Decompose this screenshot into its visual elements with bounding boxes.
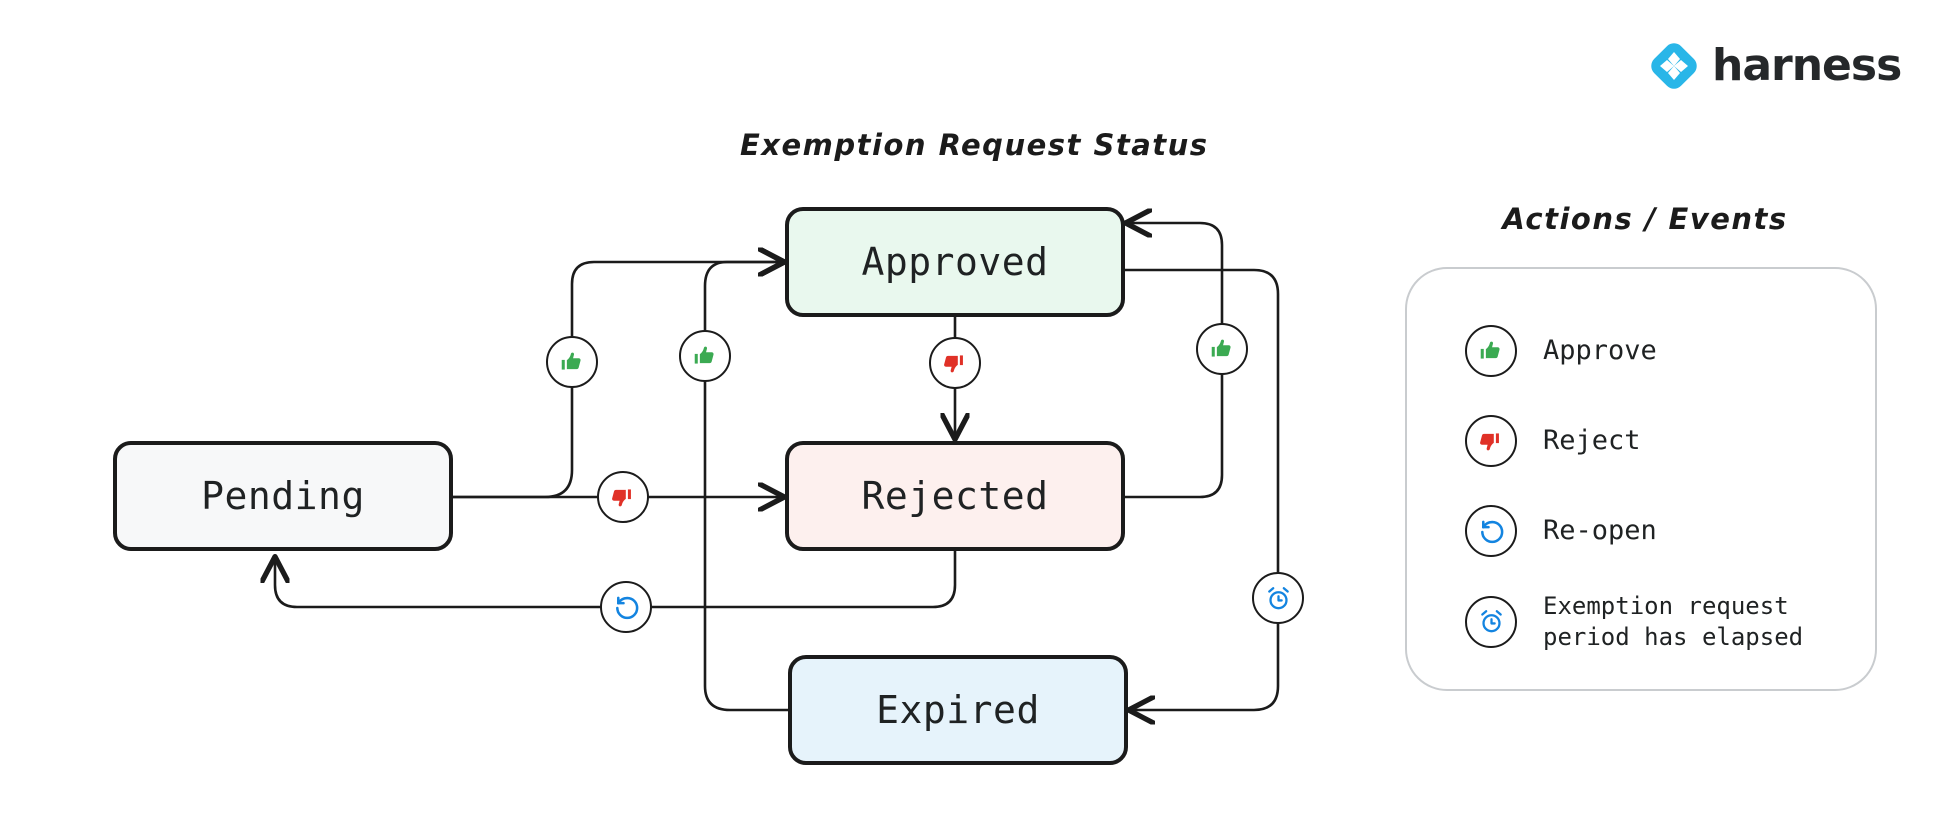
edge-marker-approve-pending-approved[interactable]	[546, 336, 598, 388]
state-label-rejected: Rejected	[861, 474, 1049, 518]
thumbs-up-icon	[1465, 325, 1517, 377]
thumbs-up-icon	[694, 346, 714, 364]
thumbs-down-icon	[612, 489, 631, 507]
edge-marker-reject-approved-rejected[interactable]	[929, 337, 981, 389]
state-label-approved: Approved	[861, 240, 1049, 284]
harness-logo: harness	[1648, 40, 1902, 92]
thumbs-down-icon	[944, 355, 963, 373]
reopen-icon	[1465, 505, 1517, 557]
state-label-expired: Expired	[876, 688, 1040, 732]
edge-pending-approved	[451, 262, 782, 499]
edge-marker-approve-expired-approved[interactable]	[679, 330, 731, 382]
legend-label-reject: Reject	[1543, 424, 1641, 456]
legend-label-elapsed: Exemption request period has elapsed	[1543, 592, 1804, 651]
edge-marker-elapsed-approved-expired[interactable]	[1252, 572, 1304, 624]
alarm-clock-icon	[1465, 595, 1517, 648]
edge-expired-approved	[703, 262, 790, 712]
thumbs-down-icon	[1465, 415, 1517, 467]
legend-title: Actions / Events	[1502, 202, 1788, 236]
harness-wordmark: harness	[1712, 40, 1902, 91]
legend-item-reject[interactable]: Reject	[1465, 415, 1641, 467]
harness-diamond-logo-icon	[1651, 43, 1697, 89]
legend-item-elapsed[interactable]: Exemption request period has elapsed	[1465, 591, 1803, 652]
state-label-pending: Pending	[201, 474, 365, 518]
legend-label-reopen: Re-open	[1543, 514, 1657, 546]
edge-marker-reject-pending-rejected[interactable]	[597, 471, 649, 523]
thumbs-up-icon	[1211, 339, 1231, 357]
state-node-expired[interactable]: Expired	[788, 655, 1128, 765]
alarm-clock-icon	[1267, 586, 1289, 609]
legend-item-approve[interactable]: Approve	[1465, 325, 1657, 377]
legend-label-approve: Approve	[1543, 334, 1657, 366]
state-node-approved[interactable]: Approved	[785, 207, 1125, 317]
legend-item-reopen[interactable]: Re-open	[1465, 505, 1657, 557]
edge-marker-approve-rejected-approved[interactable]	[1196, 323, 1248, 375]
edge-marker-reopen-rejected-pending[interactable]	[600, 581, 652, 633]
legend-panel: Approve Reject Re-open	[1405, 267, 1877, 691]
state-node-rejected[interactable]: Rejected	[785, 441, 1125, 551]
diagram-title: Exemption Request Status	[740, 128, 1209, 162]
thumbs-up-icon	[561, 352, 581, 370]
reopen-icon	[615, 596, 638, 619]
state-node-pending[interactable]: Pending	[113, 441, 453, 551]
